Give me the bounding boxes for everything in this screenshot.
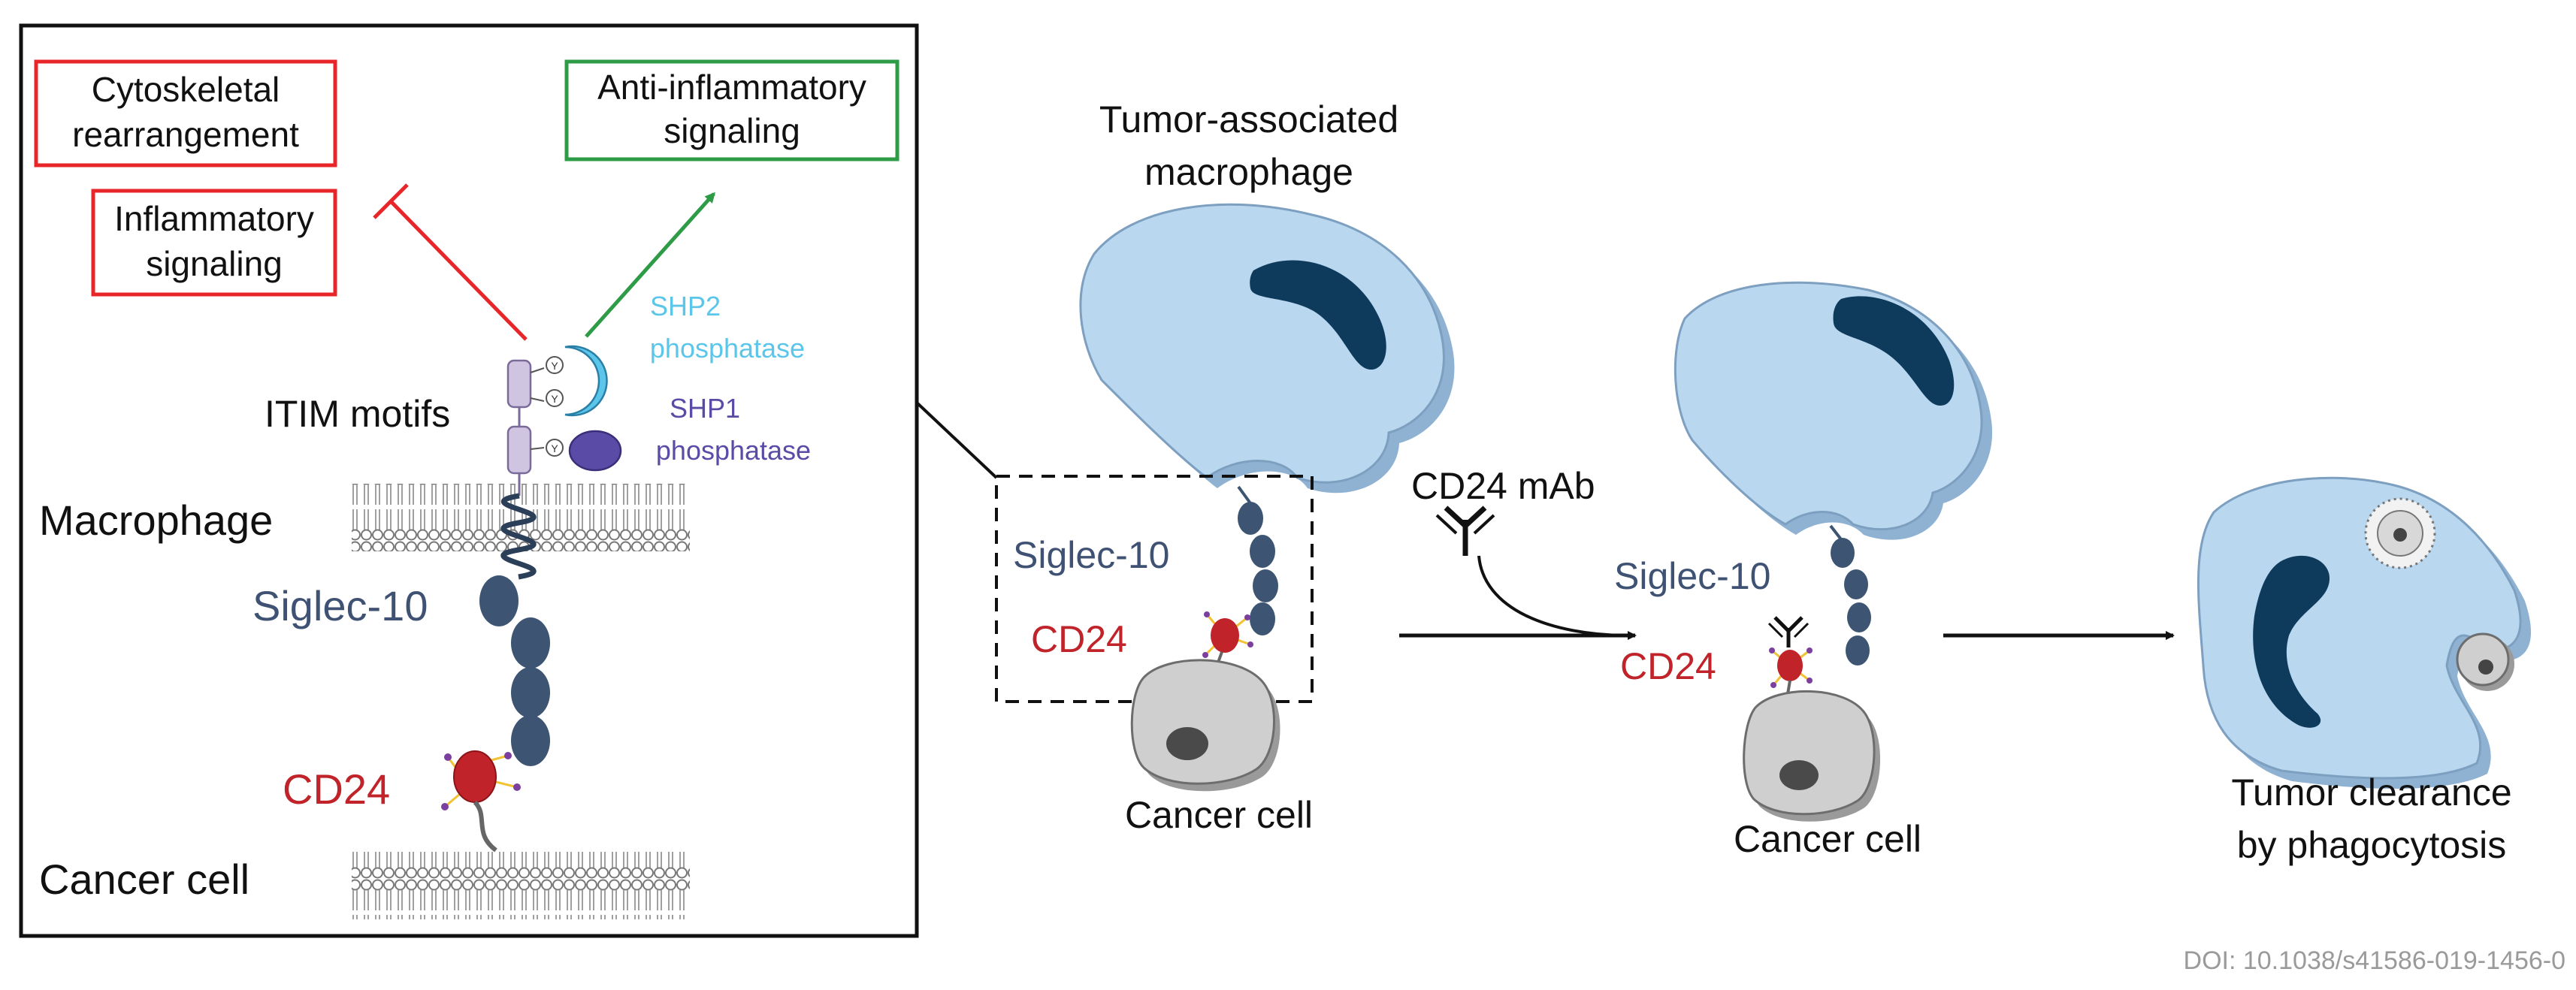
anti-inflammatory-box: Anti-inflammatory signaling [564, 59, 899, 161]
svg-text:Y: Y [551, 393, 558, 405]
cytoskeletal-label-1: Cytoskeletal [92, 70, 280, 109]
itim-motifs: Y Y Y [506, 345, 622, 496]
panel-antibody-blockade: Siglec-10 CD24 Cancer cell [1614, 281, 1993, 860]
antibody-icon [1435, 506, 1495, 556]
phagosome [2364, 497, 2436, 569]
inflammatory-label-2: signaling [146, 244, 283, 283]
shp1-label-1: SHP1 [670, 393, 740, 424]
cd24-label: CD24 [283, 765, 390, 813]
macrophage2-cd24 [1769, 647, 1813, 699]
bound-antibody-icon [1767, 616, 1810, 647]
shp2-label-1: SHP2 [650, 291, 721, 321]
anti-inflammatory-label-1: Anti-inflammatory [597, 68, 866, 107]
cancer-cell-2-label: Cancer cell [1734, 818, 1921, 860]
shp1-phosphatase-shape [568, 430, 622, 472]
tumor-clearance-title-2: by phagocytosis [2237, 824, 2507, 866]
svg-text:Y: Y [551, 360, 558, 372]
macrophage-membrane-label: Macrophage [39, 497, 273, 544]
shp1-label-2: phosphatase [656, 435, 811, 466]
cytoskeletal-label-2: rearrangement [72, 115, 299, 154]
panel-tumor-clearance: Tumor clearance by phagocytosis [2197, 476, 2532, 866]
cd24-glycoprotein [441, 750, 521, 853]
zoom-connector-line [915, 401, 998, 479]
tam-cancer-cell [1130, 659, 1280, 792]
macrophage2-body [1673, 281, 1983, 531]
inflammatory-label-1: Inflammatory [114, 199, 314, 238]
engulfed-cancer-cell [2456, 632, 2514, 691]
inflammatory-box: Inflammatory signaling [91, 189, 337, 297]
tam-cd24 [1202, 611, 1253, 669]
cd24-mab-label: CD24 mAb [1411, 465, 1595, 507]
tam-siglec10 [1237, 485, 1278, 635]
macrophage2-cd24-label: CD24 [1620, 645, 1716, 687]
macrophage3-nucleus [2253, 555, 2330, 728]
cytoskeletal-box: Cytoskeletal rearrangement [34, 59, 337, 168]
tam-nucleus [1250, 260, 1386, 370]
siglec10-label: Siglec-10 [252, 582, 428, 629]
macrophage2-nucleus [1833, 296, 1955, 406]
tam-title-1: Tumor-associated [1099, 98, 1398, 140]
macrophage2-siglec10-label: Siglec-10 [1614, 555, 1770, 597]
svg-text:Y: Y [551, 442, 558, 454]
cancer-membrane-label: Cancer cell [39, 856, 249, 903]
macrophage-membrane [352, 484, 690, 551]
inset-panel: Cytoskeletal rearrangement Inflammatory … [19, 23, 919, 938]
phospho-tyrosine-icon: Y Y Y [530, 356, 564, 457]
activation-arrow [585, 192, 716, 338]
panel-tumor-associated-macrophage: Tumor-associated macrophage Siglec-10 CD… [995, 98, 1455, 836]
siglec10-domains [479, 575, 550, 766]
anti-inflammatory-label-2: signaling [664, 111, 800, 150]
cancer-membrane [352, 852, 690, 919]
doi-label: DOI: 10.1038/s41586-019-1456-0 [2184, 946, 2565, 975]
macrophage3-body [2197, 476, 2522, 780]
tam-cancer-label: Cancer cell [1125, 794, 1313, 836]
shp2-phosphatase-shape [564, 345, 608, 417]
itim-motifs-label: ITIM motifs [265, 393, 450, 435]
inhibition-arrow [373, 183, 528, 341]
tam-cd24-label: CD24 [1031, 618, 1127, 660]
antibody-treatment-arrow: CD24 mAb [1399, 465, 1637, 640]
tam-siglec10-label: Siglec-10 [1013, 534, 1169, 576]
shp2-label-2: phosphatase [650, 333, 805, 364]
tumor-clearance-title-1: Tumor clearance [2231, 771, 2511, 813]
cancer-cell-2 [1743, 690, 1881, 822]
macrophage2-siglec10 [1829, 524, 1871, 666]
tam-body [1079, 203, 1445, 484]
transmembrane-helix [500, 493, 537, 580]
tam-title-2: macrophage [1144, 151, 1353, 193]
